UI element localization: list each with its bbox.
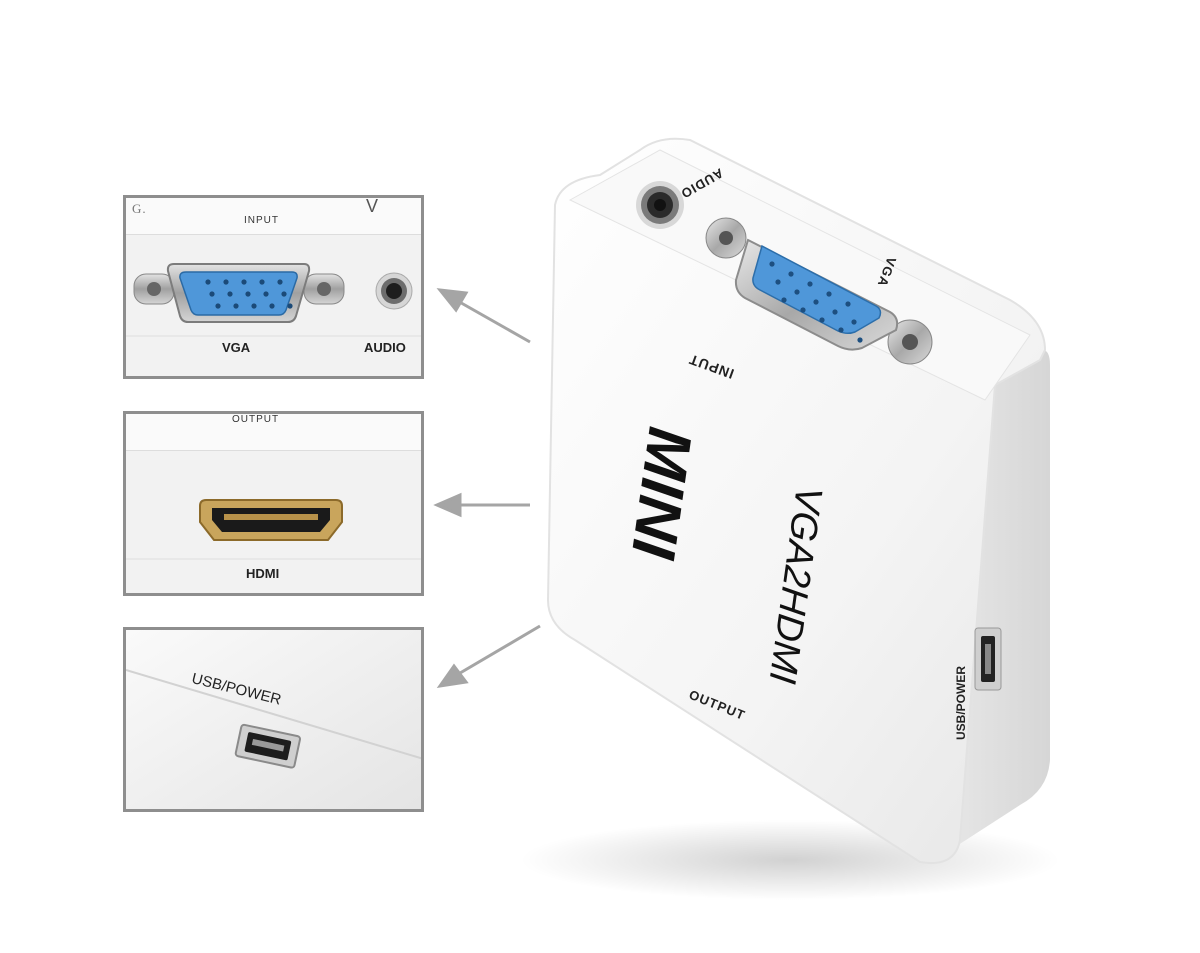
panel-vga-label: VGA	[222, 340, 251, 355]
output-ports-panel: OUTPUT HDMI	[123, 411, 424, 596]
panel-corner-right: V	[366, 196, 380, 216]
panel-header-strip	[126, 414, 421, 451]
arrow-input-head	[436, 288, 469, 313]
panel-output-header: OUTPUT	[232, 414, 280, 425]
mini-usb-port	[974, 627, 1002, 691]
device-shadow	[520, 820, 1060, 900]
arrows	[433, 288, 541, 689]
panel-header-strip	[126, 198, 421, 235]
arrow-usb-head	[436, 663, 469, 689]
audio-jack	[636, 181, 684, 229]
arrow-input	[455, 298, 531, 344]
arrow-usb	[454, 624, 541, 678]
vga-port	[705, 217, 933, 365]
usb-power-panel: USB/POWER	[123, 627, 424, 812]
panel-corner-left: G.	[132, 201, 147, 216]
panel-input-header: INPUT	[244, 215, 279, 226]
arrow-output-head	[433, 492, 462, 518]
input-ports-panel: G. INPUT V VGA AUDIO	[123, 195, 424, 379]
panel-input-ports	[126, 263, 421, 337]
device-usb-power-label: USB/POWER	[954, 666, 968, 740]
panel-hdmi-port	[126, 499, 421, 560]
panel-hdmi-label: HDMI	[246, 566, 280, 581]
panel-usb-port	[126, 630, 421, 809]
panel-audio-label: AUDIO	[364, 340, 406, 355]
